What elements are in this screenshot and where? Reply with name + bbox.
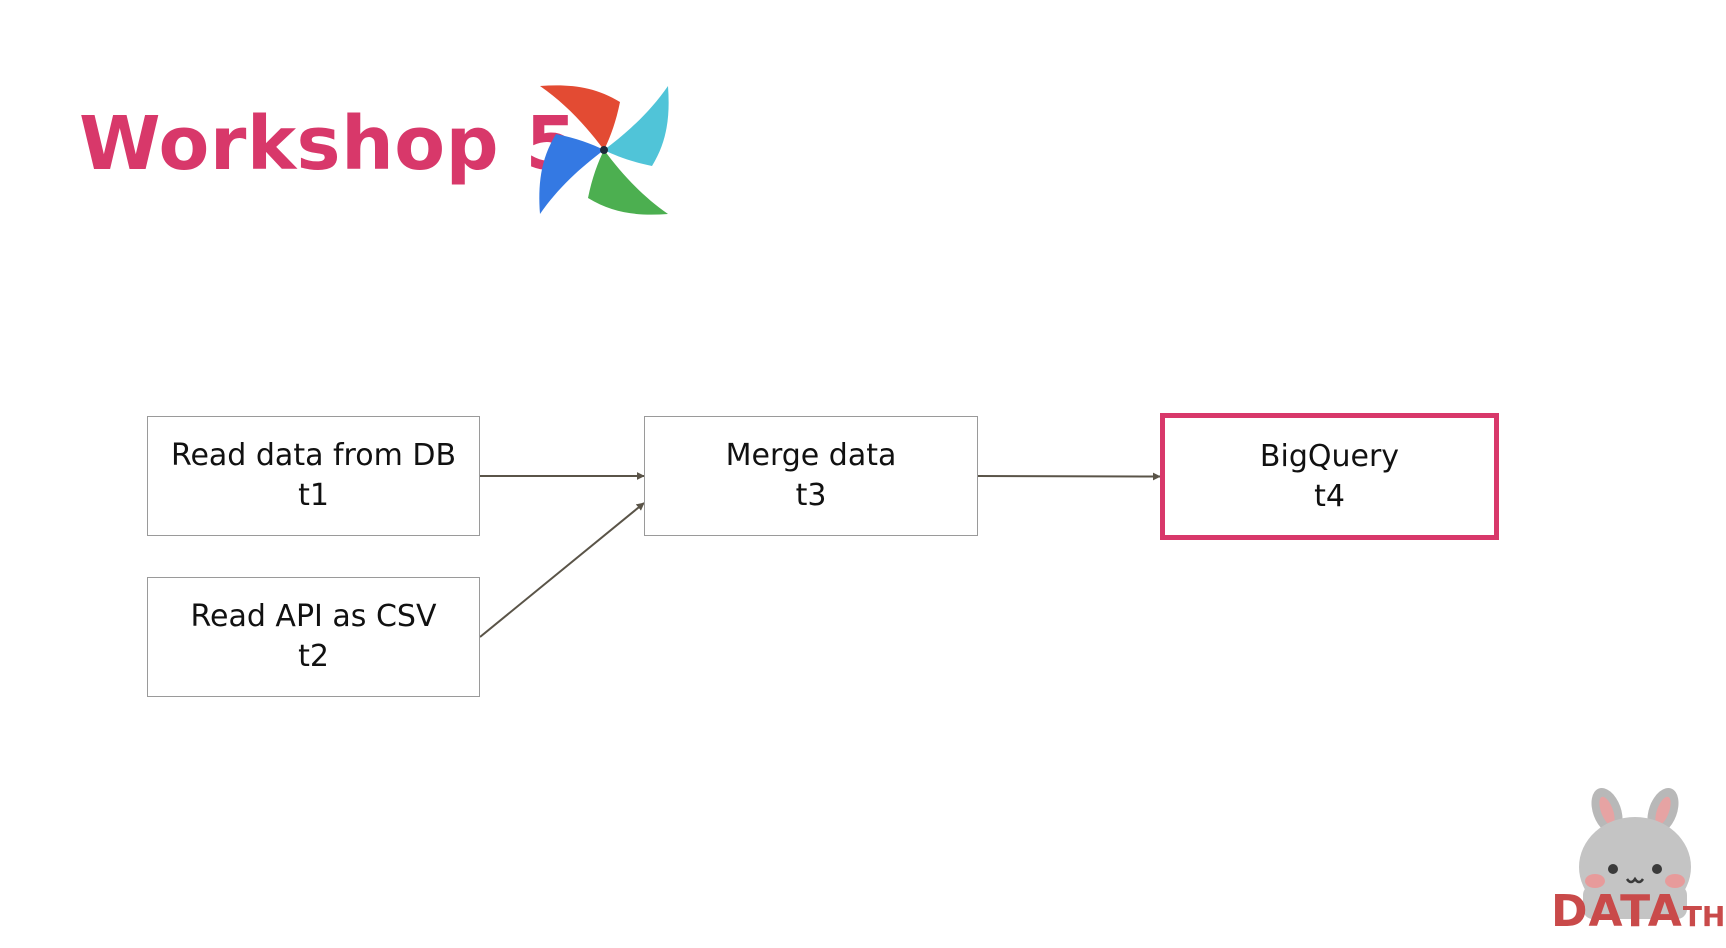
- task-node-t3[interactable]: Merge data t3: [644, 416, 978, 536]
- slide-title: Workshop 5: [79, 101, 578, 187]
- task-label: Merge data: [725, 438, 897, 473]
- task-label: Read data from DB: [170, 438, 457, 473]
- task-id: t4: [1314, 478, 1345, 514]
- edge-t2-t3: [479, 502, 645, 638]
- edge-layer: [479, 472, 1161, 638]
- task-node-t1[interactable]: Read data from DB t1: [147, 416, 480, 536]
- task-id: t1: [298, 478, 329, 513]
- task-node-t2[interactable]: Read API as CSV t2: [147, 577, 480, 697]
- task-id: t2: [298, 639, 329, 674]
- task-label: BigQuery: [1259, 438, 1400, 474]
- airflow-pinwheel-icon: [539, 85, 669, 215]
- task-id: t3: [795, 478, 827, 513]
- wordmark-suffix: TH: [1682, 900, 1726, 933]
- wordmark-main: DATA: [1551, 886, 1683, 937]
- bunny-mascot-icon: [1579, 787, 1691, 919]
- task-node-t4[interactable]: BigQuery t4: [1160, 413, 1499, 540]
- datath-wordmark: DATATH: [1551, 886, 1725, 943]
- edge-t3-t4: [977, 472, 1161, 481]
- task-label: Read API as CSV: [190, 599, 437, 634]
